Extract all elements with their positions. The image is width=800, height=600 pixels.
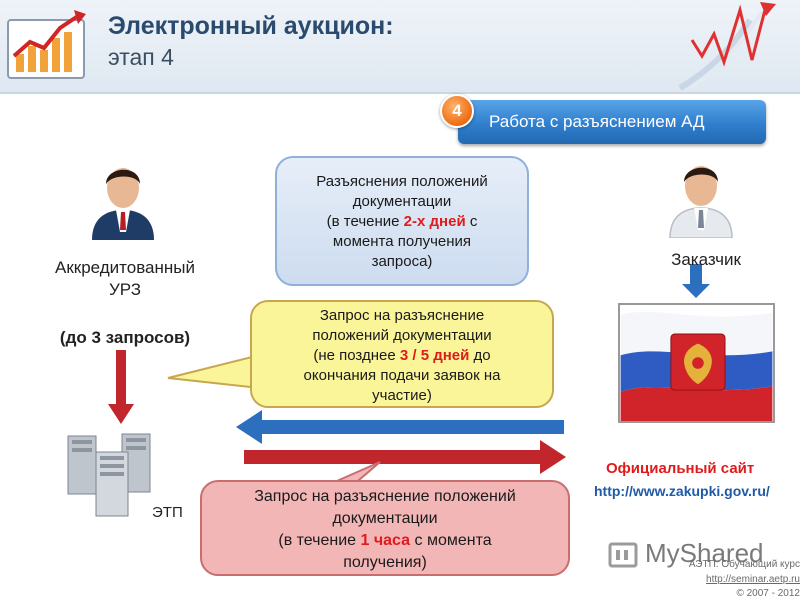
bubble-line: Разъяснения положений bbox=[316, 173, 488, 190]
left-arrow-blue bbox=[236, 410, 564, 444]
deadline-highlight: 3 / 5 дней bbox=[399, 347, 470, 364]
server-cluster-icon bbox=[67, 433, 151, 517]
stage-bar bbox=[458, 100, 766, 144]
footer-course: АЭТП. Обучающий курс bbox=[688, 559, 800, 570]
bubble-line: момента получения bbox=[332, 233, 472, 250]
etp-forward-bubble: Запрос на разъяснение положений документ… bbox=[200, 480, 570, 576]
bubble-line: запроса) bbox=[371, 253, 433, 270]
watermark-text: MyShared bbox=[645, 538, 764, 568]
etp-label: ЭТП bbox=[152, 504, 183, 521]
customer-avatar-icon bbox=[669, 166, 733, 238]
bubble-line: документации bbox=[332, 510, 438, 527]
official-site-title: Официальный сайт bbox=[606, 460, 755, 477]
russian-flag-emblem-icon bbox=[618, 303, 775, 423]
growth-chart-icon bbox=[7, 10, 86, 79]
page-subtitle: этап 4 bbox=[108, 44, 174, 70]
footer-copyright: © 2007 - 2012 bbox=[736, 588, 800, 599]
clarification-request-bubble: Запрос на разъяснение положений документ… bbox=[250, 300, 554, 408]
decorative-swoosh-icon bbox=[678, 2, 776, 91]
deadline-highlight: 1 часа bbox=[360, 532, 411, 549]
participant-label-line1: Аккредитованный bbox=[54, 258, 195, 277]
bubble-line: окончания подачи заявок на bbox=[303, 367, 501, 384]
right-arrow-red bbox=[244, 440, 566, 474]
request-limit-label: (до 3 запросов) bbox=[59, 328, 191, 347]
header-banner bbox=[0, 0, 800, 94]
page-title: Электронный аукцион: bbox=[108, 12, 394, 40]
official-site-link[interactable]: http://www.zakupki.gov.ru/ bbox=[594, 483, 770, 499]
bubble-line: участие) bbox=[372, 387, 432, 404]
myshared-logo-icon bbox=[608, 542, 638, 568]
bubble-line: (не позднее 3 / 5 дней до bbox=[313, 347, 491, 364]
deadline-highlight: 2-х дней bbox=[403, 213, 466, 230]
clarification-response-bubble: Разъяснения положений документации (в те… bbox=[275, 156, 529, 286]
bubble-line: (в течение 1 часа с момента bbox=[278, 532, 492, 549]
stage-label: Работа с разъяснением АД bbox=[489, 112, 705, 131]
yellow-bubble-tail bbox=[167, 354, 262, 390]
bubble-line: получения) bbox=[343, 554, 427, 571]
bubble-line: положений документации bbox=[312, 327, 492, 344]
bubble-line: Запрос на разъяснение bbox=[319, 307, 485, 324]
bubble-line: документации bbox=[352, 193, 452, 210]
footer-link[interactable]: http://seminar.aetp.ru bbox=[706, 574, 800, 585]
down-arrow bbox=[108, 350, 134, 424]
customer-label: Заказчик bbox=[671, 250, 741, 269]
bubble-line: Запрос на разъяснение положений bbox=[254, 488, 516, 505]
bubble-line: (в течение 2-х дней с bbox=[326, 213, 478, 230]
stage-number-badge: 4 bbox=[440, 94, 474, 128]
participant-label-line2: УРЗ bbox=[108, 280, 142, 299]
participant-avatar-icon bbox=[92, 168, 154, 240]
